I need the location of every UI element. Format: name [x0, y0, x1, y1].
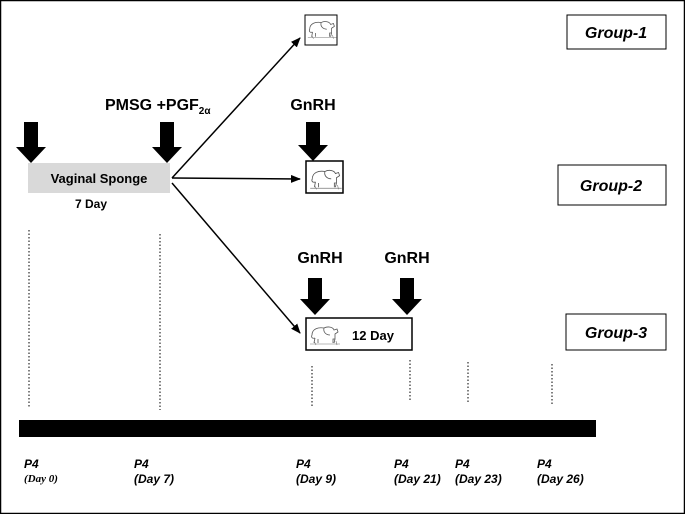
svg-text:P4: P4 — [394, 457, 409, 471]
group-1-box: Group-1 — [566, 14, 667, 50]
svg-text:P4: P4 — [24, 457, 39, 471]
svg-text:(Day 26): (Day 26) — [537, 472, 584, 486]
pmsg-pgf-arrow — [152, 122, 182, 163]
svg-text:P4: P4 — [134, 457, 149, 471]
branch-arrow-group-1 — [171, 37, 301, 179]
svg-text:P4: P4 — [296, 457, 311, 471]
group-2-box: Group-2 — [557, 164, 667, 206]
svg-text:Group-2: Group-2 — [580, 178, 642, 195]
sheep-icon — [304, 14, 338, 46]
pmsg-pgf-label: PMSG +PGF2α — [105, 97, 211, 117]
timeline-label-day-26: P4 (Day 26) — [537, 457, 584, 486]
timeline-label-day-21: P4 (Day 21) — [394, 457, 441, 486]
svg-text:(Day 0): (Day 0) — [24, 473, 58, 485]
gnrh-label-group-2: GnRH — [290, 97, 335, 114]
group-3-duration-label: 12 Day — [352, 328, 395, 343]
svg-text:(Day 21): (Day 21) — [394, 472, 441, 486]
gnrh-arrow-group-3-first — [300, 278, 330, 315]
gnrh-label-group-3-second: GnRH — [384, 250, 429, 267]
svg-text:Group-1: Group-1 — [585, 25, 647, 42]
svg-text:P4: P4 — [537, 457, 552, 471]
svg-text:(Day 9): (Day 9) — [296, 472, 336, 486]
svg-text:Group-3: Group-3 — [585, 325, 647, 342]
gnrh-label-group-3-first: GnRH — [297, 250, 342, 267]
svg-text:P4: P4 — [455, 457, 470, 471]
vaginal-sponge-label: Vaginal Sponge — [51, 171, 148, 186]
timeline-label-day-0: P4 (Day 0) — [24, 457, 58, 485]
branch-arrow-group-2 — [171, 174, 301, 183]
svg-text:(Day 23): (Day 23) — [455, 472, 502, 486]
branch-arrow-group-3 — [171, 182, 301, 334]
timeline-bar — [19, 420, 596, 437]
timeline-label-day-23: P4 (Day 23) — [455, 457, 502, 486]
gnrh-arrow-group-2 — [298, 122, 328, 161]
timeline-label-day-7: P4 (Day 7) — [134, 457, 174, 486]
group-3-period-box — [305, 317, 413, 351]
timeline-label-day-9: P4 (Day 9) — [296, 457, 336, 486]
vaginal-sponge-box — [28, 163, 170, 193]
svg-text:(Day 7): (Day 7) — [134, 472, 174, 486]
sheep-icon — [305, 160, 344, 194]
sponge-duration-label: 7 Day — [75, 197, 107, 211]
group-3-box: Group-3 — [565, 313, 667, 351]
sponge-insertion-arrow — [16, 122, 46, 163]
gnrh-arrow-group-3-second — [392, 278, 422, 315]
